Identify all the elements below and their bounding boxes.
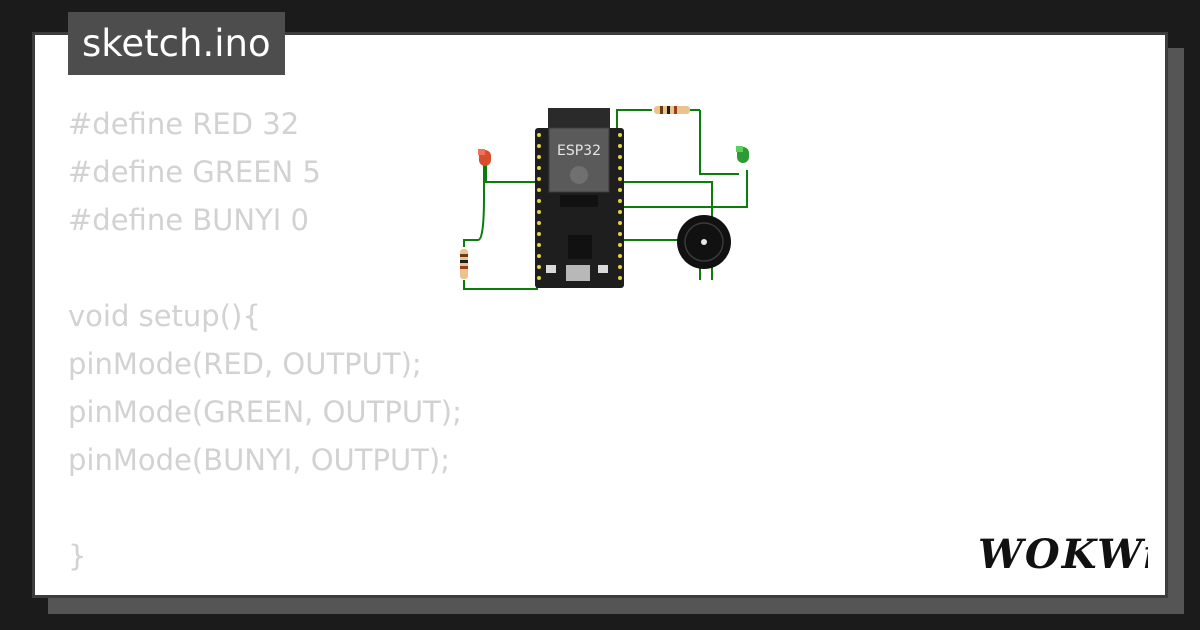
file-tab[interactable]: sketch.ino bbox=[68, 12, 285, 75]
circuit-diagram: ESP32 bbox=[460, 106, 749, 290]
board-label: ESP32 bbox=[557, 143, 601, 159]
resistor-icon[interactable] bbox=[460, 249, 468, 279]
wire-red-led-resistor bbox=[463, 165, 485, 247]
wire-top-resistor bbox=[616, 109, 652, 130]
green-led-icon[interactable] bbox=[736, 146, 749, 163]
buzzer-icon[interactable] bbox=[677, 215, 731, 269]
code-line: pinMode(RED, OUTPUT); bbox=[68, 347, 422, 381]
code-line: #define BUNYI 0 bbox=[68, 203, 310, 237]
wire-resistor-green-led bbox=[699, 110, 739, 175]
esp32-board[interactable]: ESP32 bbox=[535, 108, 624, 288]
code-line: #define RED 32 bbox=[68, 107, 300, 141]
code-line bbox=[68, 244, 462, 292]
code-line: pinMode(GREEN, OUTPUT); bbox=[68, 395, 462, 429]
wire-green-led bbox=[622, 170, 748, 208]
resistor-icon[interactable] bbox=[654, 106, 700, 114]
code-line: } bbox=[68, 539, 87, 573]
wokwi-logo-text: WOKWi bbox=[978, 531, 1148, 576]
red-led-icon[interactable] bbox=[478, 149, 491, 166]
code-preview: #define RED 32 #define GREEN 5 #define B… bbox=[68, 100, 462, 580]
wokwi-logo: WOKWi bbox=[978, 531, 1148, 576]
code-line bbox=[68, 484, 462, 532]
wire-resistor-gnd bbox=[463, 265, 538, 290]
code-line: pinMode(BUNYI, OUTPUT); bbox=[68, 443, 450, 477]
file-tab-label: sketch.ino bbox=[82, 22, 271, 65]
code-line: void setup(){ bbox=[68, 299, 261, 333]
wire-red-led bbox=[485, 165, 537, 183]
code-line: #define GREEN 5 bbox=[68, 155, 321, 189]
